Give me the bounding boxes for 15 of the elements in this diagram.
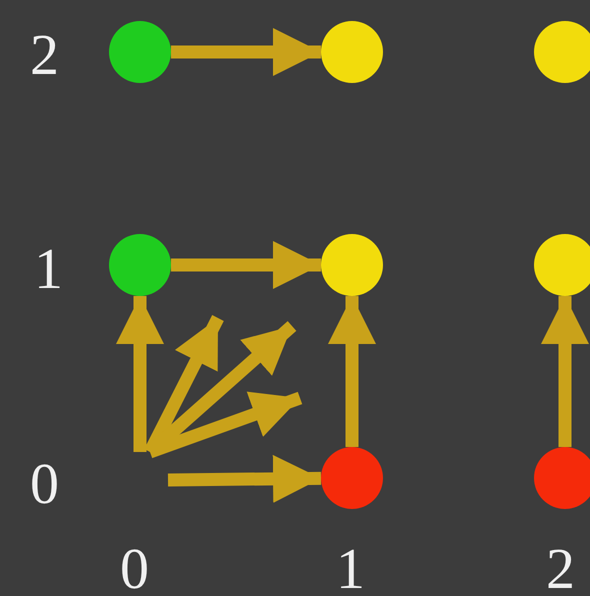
- axis-label: 1: [34, 240, 63, 298]
- circle-node: [534, 234, 590, 296]
- arrow: [541, 296, 589, 447]
- arrow: [168, 454, 322, 503]
- circle-node: [534, 447, 590, 509]
- axis-label: 0: [120, 540, 149, 596]
- arrow: [171, 28, 321, 76]
- axis-label: 1: [336, 540, 365, 596]
- circle-node: [534, 21, 590, 83]
- axis-label: 2: [30, 26, 59, 84]
- arrow: [116, 296, 164, 452]
- axis-label: 2: [546, 540, 575, 596]
- axis-label: 0: [30, 455, 59, 513]
- arrow: [171, 241, 321, 289]
- arrow: [328, 296, 376, 447]
